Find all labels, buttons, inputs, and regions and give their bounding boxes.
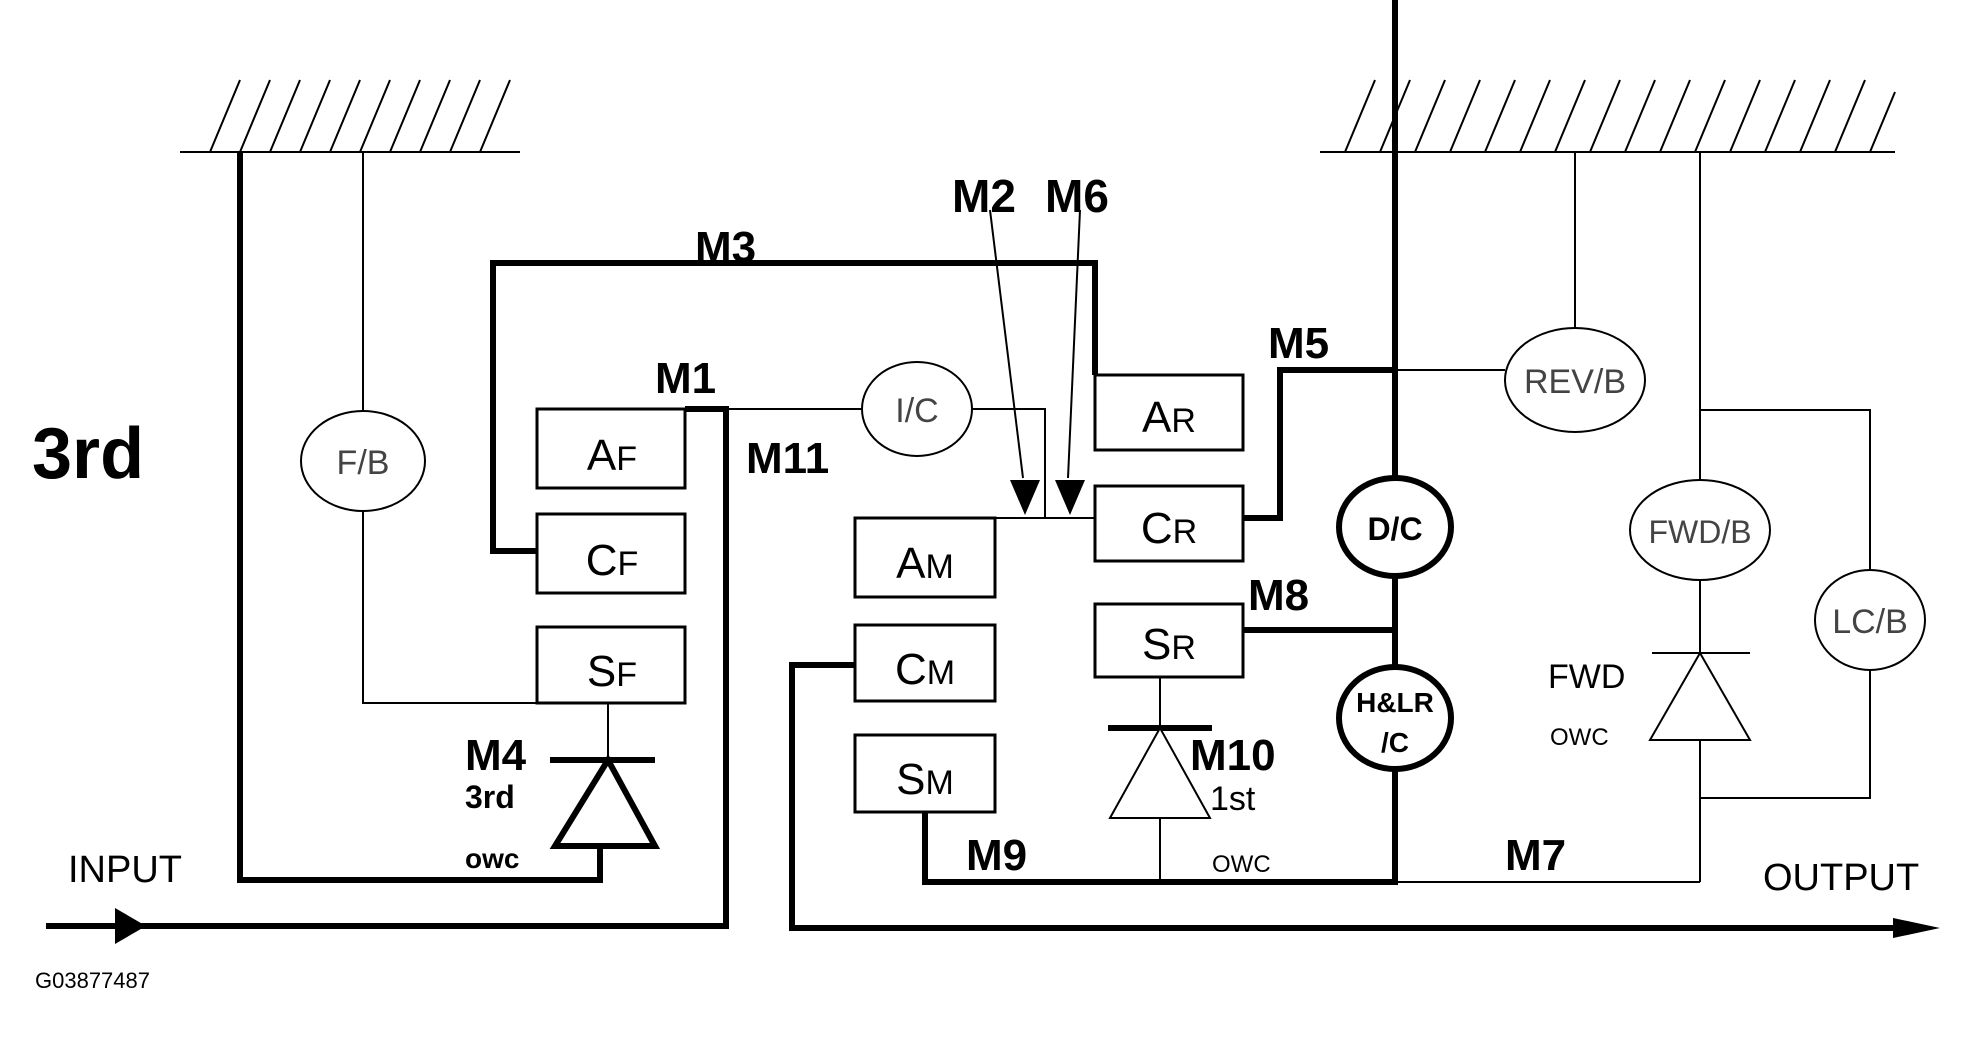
svg-text:CF: CF	[586, 536, 639, 585]
label-m8: M8	[1248, 571, 1309, 620]
label-m2: M2	[952, 170, 1016, 222]
svg-text:/C: /C	[1381, 727, 1409, 758]
left-ground-hatch	[180, 79, 520, 153]
m6-arrowhead	[1055, 480, 1085, 515]
svg-text:SM: SM	[896, 755, 954, 804]
svg-text:REV/B: REV/B	[1524, 363, 1626, 401]
input-arrow	[115, 908, 146, 944]
owc-1st-owc-label: OWC	[1212, 851, 1271, 878]
dc-circle: D/C	[1336, 475, 1454, 579]
figure-id: G03877487	[35, 968, 150, 993]
rear-sun-box: SR	[1093, 602, 1245, 679]
front-sun-box: SF	[535, 625, 687, 705]
power-flow-lines	[46, 0, 1893, 931]
mid-sun-box: SM	[853, 733, 997, 814]
gear-title: 3rd	[32, 414, 144, 494]
fb-circle: F/B	[300, 410, 426, 512]
right-ground-hatch	[1320, 79, 1896, 153]
owc-fwd-label: FWD	[1548, 658, 1625, 696]
m2-arrowhead	[1010, 480, 1040, 515]
svg-text:D/C: D/C	[1367, 511, 1422, 547]
label-m9: M9	[966, 831, 1027, 880]
owc-fwd-symbol	[1648, 650, 1752, 741]
input-label: INPUT	[68, 849, 182, 891]
label-m6: M6	[1045, 170, 1109, 222]
svg-text:SF: SF	[587, 647, 637, 696]
label-m5: M5	[1268, 319, 1329, 368]
hlrc-circle: H&LR /C	[1336, 664, 1454, 772]
mid-carrier-box: CM	[853, 623, 997, 703]
rear-carrier-box: CR	[1093, 484, 1245, 563]
front-carrier-box: CF	[535, 512, 687, 595]
label-m1: M1	[655, 354, 716, 403]
svg-text:H&LR: H&LR	[1356, 687, 1434, 718]
mid-annulus-box: AM	[853, 516, 997, 599]
label-m7: M7	[1505, 831, 1566, 880]
owc-3rd-label: 3rd	[465, 779, 515, 815]
front-annulus-box: AF	[535, 407, 687, 490]
svg-text:AR: AR	[1142, 393, 1196, 442]
owc-fwd-owc-label: OWC	[1550, 724, 1609, 751]
output-label: OUTPUT	[1763, 857, 1919, 899]
svg-text:FWD/B: FWD/B	[1648, 514, 1751, 550]
lcb-circle: LC/B	[1814, 569, 1926, 671]
svg-text:AM: AM	[896, 539, 954, 588]
svg-text:CR: CR	[1141, 504, 1197, 553]
svg-text:I/C: I/C	[895, 392, 938, 430]
owc-3rd-owc-label: owc	[465, 843, 519, 874]
fwdb-circle: FWD/B	[1629, 479, 1771, 581]
svg-text:AF: AF	[587, 431, 637, 480]
owc-1st-label: 1st	[1210, 780, 1256, 818]
label-m11: M11	[746, 434, 829, 483]
revb-circle: REV/B	[1504, 327, 1646, 433]
ic-circle: I/C	[861, 361, 973, 457]
rear-annulus-box: AR	[1093, 373, 1245, 452]
owc-3rd-symbol	[549, 754, 661, 849]
svg-text:SR: SR	[1142, 620, 1196, 669]
label-m3: M3	[695, 223, 756, 272]
label-m10: M10	[1190, 731, 1276, 780]
svg-text:LC/B: LC/B	[1832, 603, 1908, 641]
output-arrow	[1893, 918, 1940, 938]
label-m4: M4	[465, 731, 527, 780]
svg-text:CM: CM	[895, 645, 955, 694]
svg-text:F/B: F/B	[337, 444, 390, 482]
owc-1st-symbol	[1108, 725, 1212, 819]
